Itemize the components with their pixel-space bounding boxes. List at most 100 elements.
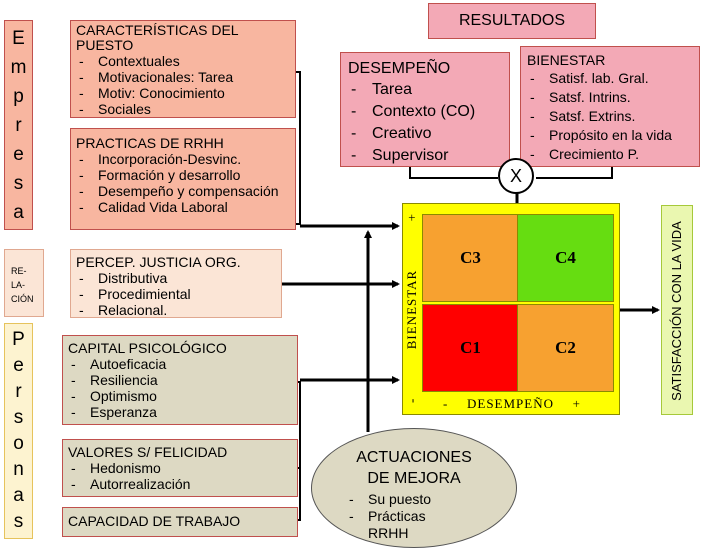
capital-item: Autoeficacia [68,356,297,372]
relacion-line: CIÓN [11,294,34,304]
empresa-connector [296,71,301,225]
personas-letter: r [15,381,22,402]
bienestar-box: BIENESTAR Satisf. lab. Gral.Satsf. Intri… [520,46,700,167]
capital-item: Esperanza [68,404,297,420]
caracteristicas-item: Motiv: Conocimiento [76,85,295,101]
valores-item: Hedonismo [68,460,297,476]
practicas-title: PRACTICAS DE RRHH [76,135,224,151]
practicas-list: Incorporación-Desvinc.Formación y desarr… [76,151,295,215]
quadrant-c3-label: C3 [460,248,481,267]
relacion-line: RE- [11,266,27,276]
bienestar-item: Propósito en la vida [527,126,699,145]
matrix-frame: C3 C4 C1 C2 - BIENESTAR + - DESEMPEÑO + [402,203,620,415]
actuaciones-list: Su puestoPrácticas RRHH [346,491,456,542]
personas-letter: a [13,485,24,506]
actuaciones-ellipse: ACTUACIONES DE MEJORA Su puestoPrácticas… [311,428,517,548]
justicia-item: Procedimiental [76,286,281,302]
quadrant-c2-label: C2 [555,338,576,357]
actuaciones-title: ACTUACIONES DE MEJORA [356,449,472,487]
quadrant-c4: C4 [517,214,614,302]
quadrant-c3: C3 [422,214,519,302]
valores-item: Autorrealización [68,476,297,492]
desempeno-title: DESEMPEÑO [348,60,451,77]
satisfaccion-box: SATISFACCIÓN CON LA VIDA [661,205,693,415]
capacidad-title: CAPACIDAD DE TRABAJO [68,513,241,529]
empresa-letter: E [12,27,25,49]
bienestar-list: Satisf. lab. Gral.Satsf. Intrins.Satsf. … [527,69,699,164]
resultados-box: RESULTADOS [428,3,596,39]
bienestar-item: Satisf. lab. Gral. [527,69,699,88]
personas-letter: s [13,511,24,532]
empresa-letter: e [13,143,24,165]
practicas-item: Desempeño y compensación [76,183,295,199]
y-axis-title: BIENESTAR [404,269,419,350]
y-axis-minus: - [404,397,419,403]
y-axis-plus: + [404,213,419,222]
bienestar-item: Satsf. Extrins. [527,107,699,126]
practicas-item: Calidad Vida Laboral [76,199,295,215]
multiply-circle: X [498,158,534,194]
relacion-label: RE- LA- CIÓN [4,249,44,317]
x-axis-title: DESEMPEÑO [466,396,554,411]
justicia-title: PERCEP. JUSTICIA ORG. [76,254,241,270]
satisfaccion-label: SATISFACCIÓN CON LA VIDA [669,221,684,401]
empresa-letter: s [13,172,24,194]
caracteristicas-list: ContextualesMotivacionales: TareaMotiv: … [76,53,295,117]
desempeno-item: Contexto (CO) [348,101,509,123]
justicia-item: Distributiva [76,270,281,286]
capital-list: AutoeficaciaResilienciaOptimismoEsperanz… [68,356,297,420]
quadrant-c2: C2 [517,304,614,392]
personas-letter: e [13,355,24,376]
actuaciones-item: Su puesto [346,491,456,508]
quadrant-c1-label: C1 [460,338,481,357]
desempeno-item: Creativo [348,123,509,145]
quadrant-c1: C1 [422,304,519,392]
bienestar-title: BIENESTAR [527,52,606,68]
desempeno-item: Tarea [348,79,509,101]
x-axis-minus: - [443,396,449,411]
capital-item: Resiliencia [68,372,297,388]
empresa-letter: r [15,114,22,136]
desempeno-list: TareaContexto (CO)CreativoSupervisor [348,79,509,167]
justicia-box: PERCEP. JUSTICIA ORG. DistributivaProced… [70,249,282,318]
personas-letter: s [13,407,24,428]
caracteristicas-item: Sociales [76,101,295,117]
desempeno-item: Supervisor [348,145,509,167]
multiply-symbol: X [509,165,522,186]
valores-list: HedonismoAutorrealización [68,460,297,492]
x-axis-label: - DESEMPEÑO + [443,396,581,412]
personas-connector [298,381,301,521]
bienestar-item: Crecimiento P. [527,145,699,164]
empresa-letter: m [10,56,27,78]
valores-felicidad-box: VALORES S/ FELICIDAD HedonismoAutorreali… [62,439,298,497]
practicas-item: Formación y desarrollo [76,167,295,183]
caracteristicas-title: CARACTERÍSTICAS DEL PUESTO [76,22,239,53]
justicia-item: Relacional. [76,302,281,318]
capital-title: CAPITAL PSICOLÓGICO [68,340,227,356]
justicia-list: DistributivaProcedimientalRelacional. [76,270,281,318]
resultados-title: RESULTADOS [458,12,566,29]
caracteristicas-item: Motivacionales: Tarea [76,69,295,85]
relacion-line: LA- [11,280,26,290]
empresa-letter: a [13,201,24,223]
desempeno-box: DESEMPEÑO TareaContexto (CO)CreativoSupe… [340,52,510,167]
empresa-letter: p [13,85,24,107]
y-axis-label: - BIENESTAR + [404,213,420,403]
capital-item: Optimismo [68,388,297,404]
caracteristicas-item: Contextuales [76,53,295,69]
valores-title: VALORES S/ FELICIDAD [68,444,228,460]
desempeno-connector [409,167,498,179]
personas-letter: n [13,459,24,480]
personas-letter: P [12,329,25,350]
practicas-rrhh-box: PRACTICAS DE RRHH Incorporación-Desvinc.… [70,128,296,230]
capacidad-trabajo-box: CAPACIDAD DE TRABAJO [62,507,298,537]
x-axis-plus: + [572,396,581,411]
practicas-item: Incorporación-Desvinc. [76,151,295,167]
quadrant-c4-label: C4 [555,248,576,267]
bienestar-item: Satsf. Intrins. [527,88,699,107]
actuaciones-item: Prácticas RRHH [346,508,456,542]
capital-psicologico-box: CAPITAL PSICOLÓGICO AutoeficaciaResilien… [62,335,298,425]
